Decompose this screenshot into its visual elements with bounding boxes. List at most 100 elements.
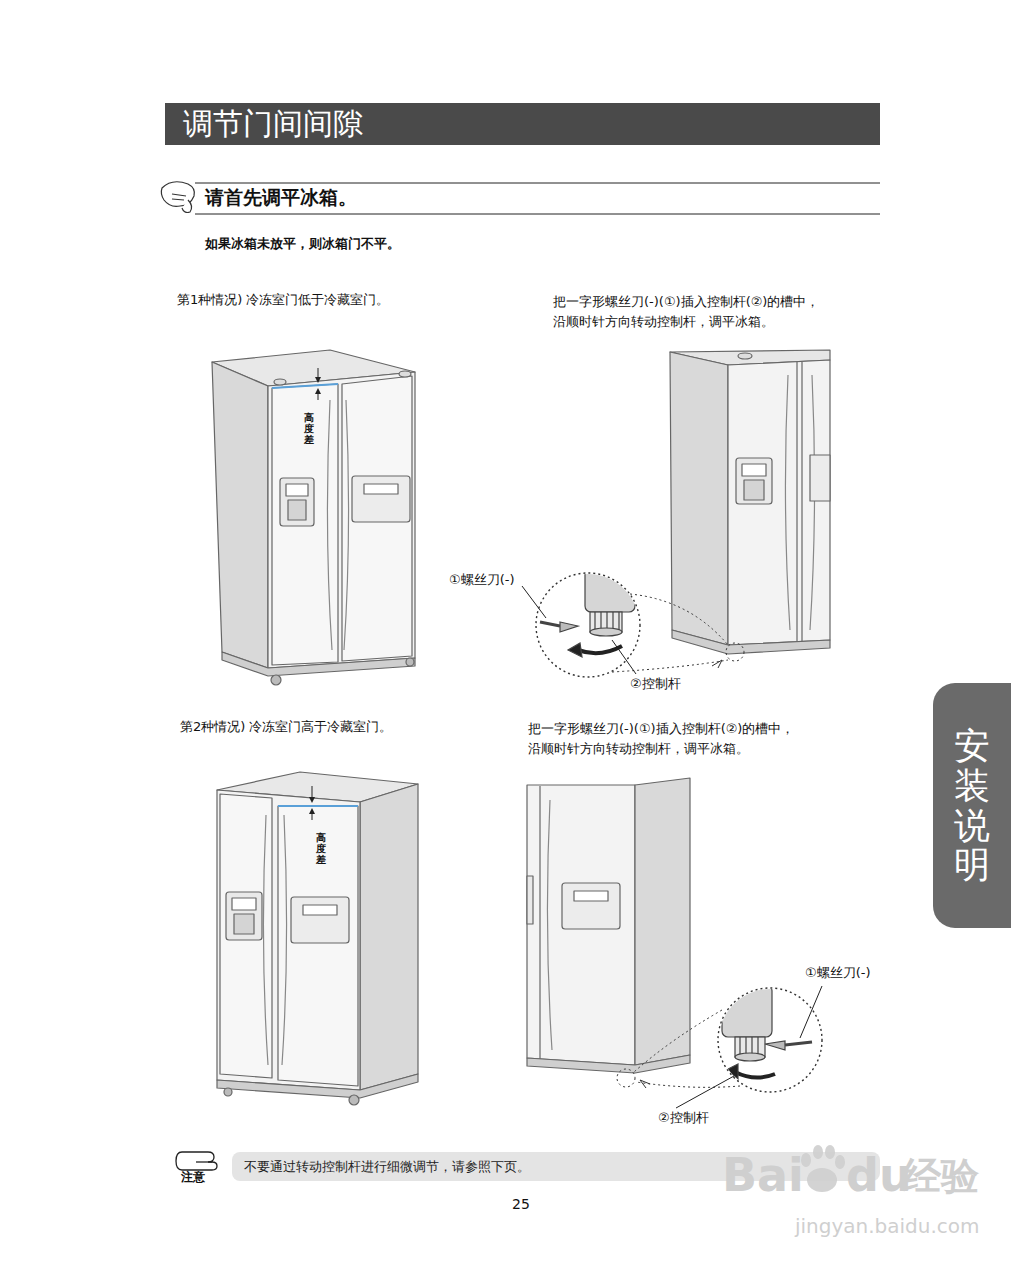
part-label: ①螺丝刀(-) bbox=[449, 572, 515, 588]
part-label: ②控制杆 bbox=[630, 676, 681, 692]
illustration-part bbox=[217, 790, 360, 1090]
illustration-part bbox=[522, 586, 546, 618]
illustration-part bbox=[222, 652, 415, 676]
illustration-part bbox=[742, 464, 766, 476]
illustration-part bbox=[547, 800, 552, 1050]
illustration-part bbox=[226, 892, 262, 940]
page-title: 调节门间间隙 bbox=[183, 104, 363, 144]
illustration-part bbox=[399, 371, 411, 377]
watermark: Bai bbox=[722, 1148, 804, 1203]
illustration-part bbox=[349, 1095, 359, 1105]
illustration-part bbox=[636, 1082, 740, 1087]
illustration-part bbox=[352, 476, 410, 522]
illustration-part bbox=[539, 786, 540, 1060]
illustration-part bbox=[212, 350, 415, 685]
illustration-part bbox=[810, 375, 815, 630]
illustration-part bbox=[406, 658, 414, 666]
part-label: ②控制杆 bbox=[658, 1110, 709, 1126]
illustration-part bbox=[796, 362, 797, 642]
illustration-part bbox=[728, 360, 830, 645]
illustration-part bbox=[527, 876, 533, 924]
illustration-part bbox=[800, 986, 822, 1038]
illustration-part bbox=[635, 778, 690, 1065]
illustration-part bbox=[263, 815, 268, 1065]
illustration-part bbox=[272, 384, 338, 665]
illustration-part bbox=[634, 1010, 722, 1072]
illustration-part bbox=[835, 1155, 845, 1169]
illustration-part bbox=[612, 640, 636, 674]
illustration-part bbox=[672, 630, 830, 654]
illustration-part bbox=[744, 480, 764, 500]
page-number: 25 bbox=[512, 1196, 530, 1213]
illustration-part bbox=[217, 1074, 418, 1098]
illustration-part bbox=[813, 1145, 823, 1159]
illustration-part bbox=[176, 1152, 217, 1170]
illustration-part bbox=[670, 352, 728, 645]
illustration-part bbox=[232, 898, 256, 910]
illustration-part bbox=[785, 1042, 812, 1045]
illustration-part bbox=[288, 500, 306, 520]
illustration-part bbox=[735, 1072, 775, 1078]
illustration-part bbox=[617, 1069, 635, 1087]
illustration-part bbox=[286, 484, 308, 496]
intro-text: 如果冰箱未放平，则冰箱门不平。 bbox=[205, 236, 400, 252]
illustration-part bbox=[630, 594, 728, 645]
illustration-part bbox=[590, 628, 622, 636]
illustration-part bbox=[612, 660, 728, 672]
illustration-part bbox=[738, 353, 752, 359]
illustration-part bbox=[172, 194, 186, 200]
instruction-text: 把一字形螺丝刀(-)(①)插入控制杆(②)的槽中， 沿顺时针方向转动控制杆，调平… bbox=[528, 719, 800, 759]
illustration-part bbox=[825, 1145, 835, 1159]
illustration-part bbox=[318, 391, 319, 400]
illustration-part bbox=[344, 400, 349, 650]
illustration-part bbox=[560, 622, 578, 632]
illustration-part bbox=[327, 400, 332, 650]
dimension-label: 高度差 bbox=[316, 832, 326, 865]
part-label: ①螺丝刀(-) bbox=[805, 965, 871, 981]
illustration-part bbox=[196, 1161, 212, 1162]
illustration-part bbox=[562, 883, 620, 929]
illustration-part bbox=[312, 786, 313, 800]
illustration-part bbox=[578, 646, 622, 653]
illustration-part bbox=[726, 643, 744, 661]
illustration-part bbox=[224, 1088, 232, 1096]
illustration-part bbox=[165, 103, 880, 145]
illustration-part bbox=[282, 815, 287, 1065]
illustration-part bbox=[735, 1053, 765, 1061]
illustration-part bbox=[195, 183, 880, 184]
illustration-part bbox=[527, 785, 635, 1065]
illustration-part bbox=[318, 368, 319, 380]
illustration-part bbox=[161, 182, 194, 213]
illustration-part bbox=[801, 362, 802, 642]
illustration-part bbox=[272, 384, 338, 388]
illustration-part bbox=[182, 200, 192, 213]
illustration-part bbox=[271, 675, 281, 685]
illustration-part bbox=[568, 643, 582, 657]
illustration-part bbox=[540, 560, 635, 657]
illustration-part bbox=[801, 1145, 845, 1192]
case-heading: 第2种情况) 冷冻室门高于冷藏室门。 bbox=[180, 719, 392, 735]
illustration-part bbox=[807, 1168, 837, 1192]
illustration-part bbox=[234, 914, 254, 934]
illustration-part bbox=[268, 372, 415, 668]
illustration-part bbox=[810, 455, 830, 501]
case-heading: 第1种情况) 冷冻室门低于冷藏室门。 bbox=[177, 292, 389, 308]
illustration-part bbox=[176, 1152, 217, 1170]
illustration-part bbox=[312, 811, 313, 820]
illustration-part bbox=[195, 214, 880, 215]
illustration-part bbox=[765, 1041, 785, 1050]
illustration-part bbox=[574, 891, 608, 901]
illustration-part bbox=[722, 985, 772, 1037]
illustration-part bbox=[303, 905, 337, 915]
watermark: jingyan.baidu.com bbox=[795, 1214, 980, 1238]
illustration-part bbox=[212, 362, 268, 668]
illustration-part bbox=[676, 1076, 734, 1108]
instruction-text: 把一字形螺丝刀(-)(①)插入控制杆(②)的槽中， 沿顺时针方向转动控制杆，调平… bbox=[553, 292, 825, 332]
note-text: 不要通过转动控制杆进行细微调节，请参照下页。 bbox=[244, 1158, 530, 1176]
illustration-part bbox=[640, 1080, 650, 1088]
illustration-part bbox=[722, 985, 812, 1079]
illustration-part bbox=[364, 484, 398, 494]
illustration-part bbox=[785, 375, 790, 630]
watermark: 经验 bbox=[903, 1154, 1003, 1200]
illustration-part bbox=[585, 560, 635, 612]
